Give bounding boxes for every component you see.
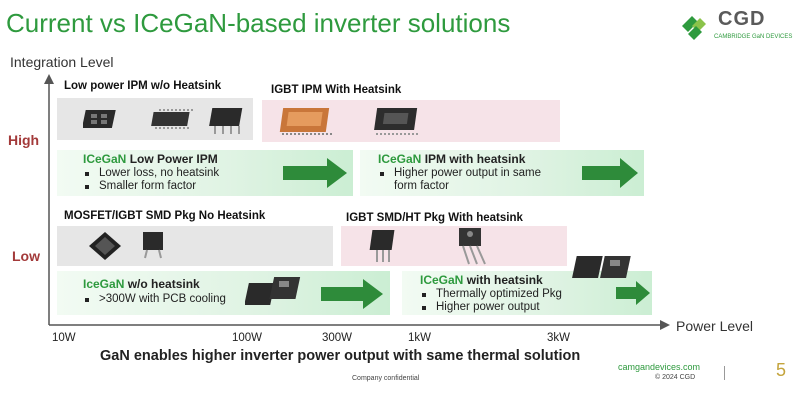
low-power-ipm-box [57,98,253,140]
icegan-brand: ICeGaN [83,152,127,166]
box-title-rest: IPM with heatsink [421,152,526,166]
mosfet-smd-box [57,226,333,266]
slide-title: Current vs ICeGaN-based inverter solutio… [6,8,511,38]
mosfet-smd-title: MOSFET/IGBT SMD Pkg No Heatsink [64,210,266,222]
igbt-module-image [374,108,420,135]
box-title-rest: Low Power IPM [126,152,218,166]
icegan-no-heatsink-box: IceGaN w/o heatsink >300W with PCB cooli… [57,271,390,315]
igbt-ipm-box [262,100,560,142]
icegan-low-power-ipm-bullets: Lower loss, no heatsink Smaller form fac… [83,167,219,193]
box-title-rest: with heatsink [463,273,543,287]
cgd-logo: CGD CAMBRIDGE GaN DEVICES [676,8,794,46]
icegan-with-heatsink-title: ICeGaN with heatsink [420,273,543,287]
bullet-item: Smaller form factor [83,180,219,193]
icegan-with-heatsink-box: ICeGaN with heatsink Thermally optimized… [402,271,652,315]
cgd-logo-icon [682,16,706,40]
icegan-brand: IceGaN [83,277,125,291]
igbt-module-image [279,108,332,135]
tick-label: 10W [52,332,76,344]
right-arrow-icon [321,279,383,309]
icegan-no-heatsink-title: IceGaN w/o heatsink [83,277,200,291]
igbt-smd-ht-box [341,226,567,266]
bullet-item: >300W with PCB cooling [83,293,226,306]
bullet-item: Higher power output in same form factor [378,167,548,193]
icegan-low-power-ipm-box: ICeGaN Low Power IPM Lower loss, no heat… [57,150,353,196]
logo-name: CGD [718,8,766,30]
level-high-label: High [8,132,40,148]
right-arrow-icon [283,158,347,188]
box-title-rest: w/o heatsink [124,277,200,291]
icegan-low-power-ipm-title: ICeGaN Low Power IPM [83,152,218,166]
tick-label: 300W [322,332,353,344]
right-arrow-icon [582,158,638,188]
smd-ht-chip-image [369,230,395,262]
icegan-chip-image [245,277,301,305]
igbt-smd-ht-title: IGBT SMD/HT Pkg With heatsink [346,212,523,224]
icegan-ipm-heatsink-title: ICeGaN IPM with heatsink [378,152,525,166]
website-link[interactable]: camgandevices.com [618,362,701,372]
level-low-label: Low [12,248,40,264]
igbt-ipm-title: IGBT IPM With Heatsink [271,84,402,96]
icegan-chip-image [572,256,631,278]
copyright-label: © 2024 CGD [655,374,696,381]
ipm-chip-image [83,110,116,128]
icegan-brand: ICeGaN [420,273,464,287]
bullet-item: Higher power output [420,301,562,314]
to247-chip-image [459,228,486,265]
icegan-ipm-heatsink-box: ICeGaN IPM with heatsink Higher power ou… [360,150,644,196]
logo-subtitle: CAMBRIDGE GaN DEVICES [714,34,793,40]
y-axis-label: Integration Level [10,54,114,70]
bullet-item: Lower loss, no heatsink [83,167,219,180]
smd-chip-image [143,232,163,259]
right-arrow-icon [616,281,650,305]
icegan-ipm-heatsink-bullets: Higher power output in same form factor [378,167,548,193]
icegan-no-heatsink-bullets: >300W with PCB cooling [83,293,226,306]
tick-label: 3kW [547,332,570,344]
bullet-item: Thermally optimized Pkg [420,288,562,301]
ipm-chip-image [151,109,193,129]
page-number: 5 [776,360,787,380]
footer-divider [724,366,725,380]
tick-label: 100W [232,332,263,344]
x-axis-label: Power Level [676,318,754,334]
tick-label: 1kW [408,332,431,344]
confidential-label: Company confidential [352,375,420,382]
footer-headline: GaN enables higher inverter power output… [100,348,581,364]
low-power-ipm-title: Low power IPM w/o Heatsink [64,80,222,92]
smd-chip-image [89,232,121,260]
ipm-chip-image [209,108,243,134]
icegan-brand: ICeGaN [378,152,422,166]
icegan-with-heatsink-bullets: Thermally optimized Pkg Higher power out… [420,288,562,314]
